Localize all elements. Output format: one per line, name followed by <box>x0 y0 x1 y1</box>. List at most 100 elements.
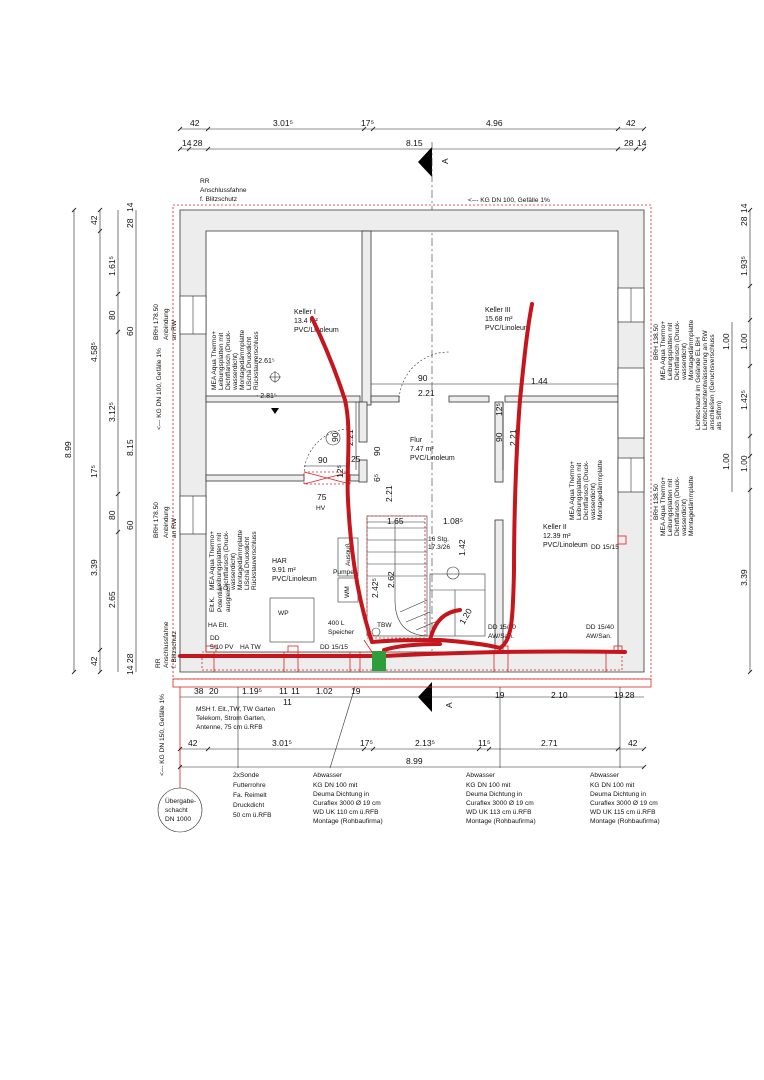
svg-text:2.62: 2.62 <box>386 571 396 588</box>
note-sonde: 2xSonde Futterrohre Fa. Reimelt Druckdic… <box>233 772 272 819</box>
svg-text:12⁵: 12⁵ <box>494 403 504 416</box>
msh-note: MSH f. Elt.,TW, TW Garten Telekom, Strom… <box>196 706 275 731</box>
svg-text:BRH 138.50: BRH 138.50 <box>653 484 660 520</box>
dim-top-815: 8.15 <box>406 138 423 148</box>
svg-text:90: 90 <box>330 432 340 442</box>
svg-text:Keller I: Keller I <box>294 309 316 316</box>
svg-text:Montagedämmplatte: Montagedämmplatte <box>597 460 604 520</box>
svg-text:2.21: 2.21 <box>384 485 394 502</box>
dim-top-14b: 14 <box>637 138 647 148</box>
svg-text:1.00: 1.00 <box>721 333 731 350</box>
note-kg-left-2: <--- KG DN 150, Gefälle 1% <box>159 694 166 776</box>
note-brh-left-2: BRH 178.50 Anbindung an RW <box>153 502 178 538</box>
svg-text:38: 38 <box>194 686 204 696</box>
note-mea-2: MEA Aqua Thermo+ Leibungsplatten mit Dic… <box>209 530 258 591</box>
note-lichtschacht: Lichtschacht im Gelände EL BH Lichtschac… <box>695 330 723 430</box>
stairs-label: 16 Stg. 17.3/26 <box>428 536 450 551</box>
dd-1540-a: DD 15/40 AW/San. <box>488 624 516 640</box>
svg-text:17⁵: 17⁵ <box>360 738 373 748</box>
svg-text:MEA Aqua Thermo+: MEA Aqua Thermo+ <box>211 331 218 390</box>
svg-text:14: 14 <box>739 203 749 213</box>
level-2: - 2.81⁵ <box>256 393 277 400</box>
svg-text:4.58⁵: 4.58⁵ <box>89 342 99 362</box>
svg-text:f. Blitzschutz: f. Blitzschutz <box>171 631 178 668</box>
svg-text:80: 80 <box>107 510 117 520</box>
svg-text:1.61⁵: 1.61⁵ <box>107 256 117 276</box>
room-keller-3: Keller III 15.68 m² PVC/Linoleum <box>485 307 530 332</box>
svg-text:DN 1000: DN 1000 <box>165 816 191 823</box>
svg-text:Lichtschachtentwässerung an RW: Lichtschachtentwässerung an RW <box>702 330 709 430</box>
svg-text:wasserdicht): wasserdicht) <box>681 499 688 537</box>
svg-text:11: 11 <box>291 686 300 696</box>
svg-text:KG DN 100 mit: KG DN 100 mit <box>466 782 511 789</box>
svg-text:28: 28 <box>125 653 135 663</box>
svg-text:1.93⁵: 1.93⁵ <box>739 256 749 276</box>
svg-text:42: 42 <box>89 215 99 225</box>
svg-text:90: 90 <box>494 432 504 442</box>
room-keller-2: Keller II 12.39 m² PVC/Linoleum <box>543 524 588 549</box>
svg-text:Anbindung: Anbindung <box>163 506 170 538</box>
wp-label: WP <box>278 610 289 617</box>
note-kg-top: <--- KG DN 100, Gefälle 1% <box>468 197 550 204</box>
room-har: HAR 9.91 m² PVC/Linoleum <box>272 558 317 583</box>
svg-text:42: 42 <box>188 738 198 748</box>
svg-text:Potential-: Potential- <box>217 584 224 612</box>
svg-text:42: 42 <box>89 656 99 666</box>
bottom-dimension-chain-2: 42 3.01⁵ 17⁵ 2.13⁵ 11⁵ 2.71 42 8.99 <box>177 738 647 770</box>
right-dimension-chains: 28 14 1.93⁵ 1.00 1.42⁵ 1.00 3.39 1.00 1.… <box>721 203 753 675</box>
svg-text:an RW: an RW <box>171 517 178 538</box>
svg-text:BRH 178.50: BRH 178.50 <box>153 502 160 538</box>
eltk-label: Elt.K. Potential- ausgleich <box>209 584 232 612</box>
svg-text:1.00: 1.00 <box>721 453 731 470</box>
dim-top-175: 17⁵ <box>361 118 374 128</box>
dim-top-28b: 28 <box>624 138 634 148</box>
svg-text:anschließen (Geruchsverschluss: anschließen (Geruchsverschluss <box>709 334 716 430</box>
wm-label: WM <box>344 586 351 598</box>
svg-text:PVC/Linoleum: PVC/Linoleum <box>410 455 455 462</box>
svg-text:WD UK 110 cm ü.RFB: WD UK 110 cm ü.RFB <box>313 809 379 816</box>
dim-top-301: 3.01⁵ <box>273 118 293 128</box>
dim-top-14a: 14 <box>182 138 192 148</box>
svg-text:3.39: 3.39 <box>89 559 99 576</box>
svg-text:6⁵: 6⁵ <box>372 474 382 482</box>
dim-top-42a: 42 <box>190 118 200 128</box>
ha-tw-label: HA TW <box>240 644 262 651</box>
svg-text:28: 28 <box>125 218 135 228</box>
speicher-label: 400 L Speicher <box>328 620 355 636</box>
level-1: - 2.61⁵ <box>254 358 275 365</box>
svg-text:PVC/Linoleum: PVC/Linoleum <box>543 542 588 549</box>
section-letter-top: A <box>440 158 450 164</box>
svg-text:Leibungsplatten mit: Leibungsplatten mit <box>667 323 674 380</box>
note-brh-right-2: BRH 138.50 MEA Aqua Thermo+ Leibungsplat… <box>653 476 695 537</box>
svg-text:2.65: 2.65 <box>107 591 117 608</box>
svg-text:Anschlussfahne: Anschlussfahne <box>200 187 247 194</box>
svg-text:19: 19 <box>614 690 624 700</box>
svg-text:19: 19 <box>351 686 361 696</box>
svg-text:7.47 m²: 7.47 m² <box>410 446 434 453</box>
svg-text:LiSchä Druckdicht: LiSchä Druckdicht <box>246 337 253 390</box>
svg-text:Abwasser: Abwasser <box>313 772 343 779</box>
svg-text:Curaflex 3000 Ø 19 cm: Curaflex 3000 Ø 19 cm <box>466 800 534 807</box>
svg-text:MEA Aqua Thermo+: MEA Aqua Thermo+ <box>569 461 576 520</box>
dd-1515-b: DD 15/15 <box>591 544 619 551</box>
note-kg-left: <--- KG DN 100, Gefälle 1% <box>156 348 163 430</box>
svg-text:AW/San.: AW/San. <box>488 633 514 640</box>
svg-text:Keller II: Keller II <box>543 524 567 531</box>
svg-text:Curaflex 3000 Ø 19 cm: Curaflex 3000 Ø 19 cm <box>590 800 658 807</box>
svg-text:25: 25 <box>351 454 361 464</box>
svg-text:1.00: 1.00 <box>739 333 749 350</box>
connector-block <box>372 651 386 671</box>
walls <box>179 209 645 673</box>
svg-text:Druckdicht: Druckdicht <box>233 802 264 809</box>
svg-text:11⁵: 11⁵ <box>478 738 490 748</box>
svg-text:DD 15/40: DD 15/40 <box>488 624 516 631</box>
note-mea-1: MEA Aqua Thermo+ Leibungsplatten mit Dic… <box>211 330 260 391</box>
svg-text:1.44: 1.44 <box>531 376 548 386</box>
svg-text:Montage (Rohbaufirma): Montage (Rohbaufirma) <box>466 818 536 825</box>
svg-text:75: 75 <box>317 492 327 502</box>
left-dimension-chains: 8.99 42 4.58⁵ 17⁵ 3.39 42 1.61⁵ 80 3.12⁵… <box>63 202 137 675</box>
ha-elt-label: HA Elt. <box>208 622 228 629</box>
svg-text:ausgleich: ausgleich <box>225 584 232 612</box>
svg-text:RR: RR <box>200 178 210 185</box>
